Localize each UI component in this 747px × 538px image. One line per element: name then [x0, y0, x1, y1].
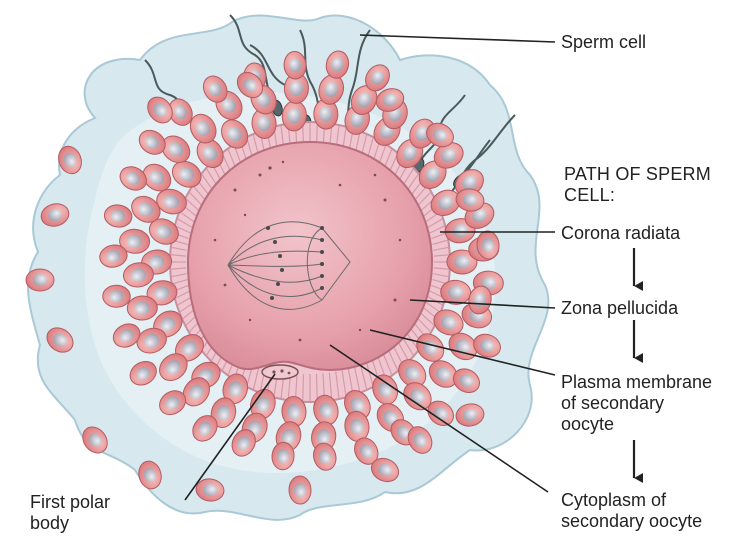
label-cytoplasm: Cytoplasm of secondary oocyte	[561, 490, 702, 532]
leader-sperm-cell	[360, 35, 555, 42]
first-polar-body-shape	[262, 365, 298, 379]
follicle-cell	[26, 269, 54, 291]
label-path-title: PATH OF SPERM CELL:	[564, 164, 711, 206]
label-plasma-membrane: Plasma membrane of secondary oocyte	[561, 372, 712, 435]
follicle-cell	[127, 295, 158, 320]
label-sperm-cell: Sperm cell	[561, 32, 646, 53]
follicle-cell	[289, 476, 312, 505]
label-first-polar-body: First polar body	[30, 492, 110, 534]
follicle-cell	[103, 285, 131, 308]
label-zona-pellucida: Zona pellucida	[561, 298, 678, 319]
label-corona-radiata: Corona radiata	[561, 223, 680, 244]
